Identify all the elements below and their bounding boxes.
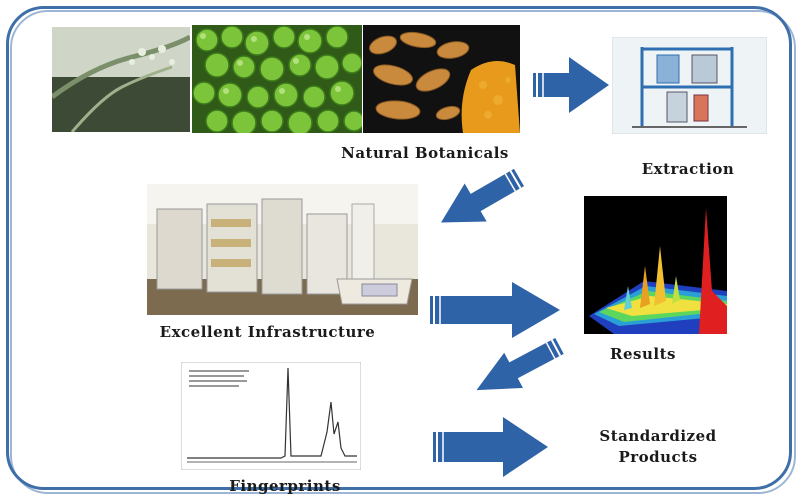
frame-shadow [10, 10, 796, 494]
extraction-equipment-photo [612, 37, 767, 134]
arrow-to-results [430, 282, 560, 338]
arrow-to-infrastructure [441, 168, 524, 223]
label-natural-botanicals: Natural Botanicals [341, 144, 509, 162]
results-3d-chromatogram [584, 196, 727, 334]
lab-infrastructure-photo [147, 184, 418, 315]
fingerprint-chromatogram [181, 362, 361, 470]
arrow-to-standardized-products [433, 417, 548, 477]
label-results: Results [610, 345, 676, 363]
botanical-photo-turmeric [363, 25, 520, 133]
label-excellent-infrastructure: Excellent Infrastructure [159, 323, 376, 341]
label-extraction: Extraction [641, 160, 735, 178]
label-fingerprints: Fingerprints [229, 477, 341, 495]
diagram-frame [6, 6, 792, 490]
botanical-photo-peas [192, 25, 362, 133]
botanical-photo-leaves [52, 27, 190, 132]
arrow-to-extraction [533, 57, 609, 113]
arrow-to-fingerprints [476, 337, 564, 391]
label-products: Products [618, 448, 698, 466]
label-standardized: Standardized [599, 427, 717, 445]
